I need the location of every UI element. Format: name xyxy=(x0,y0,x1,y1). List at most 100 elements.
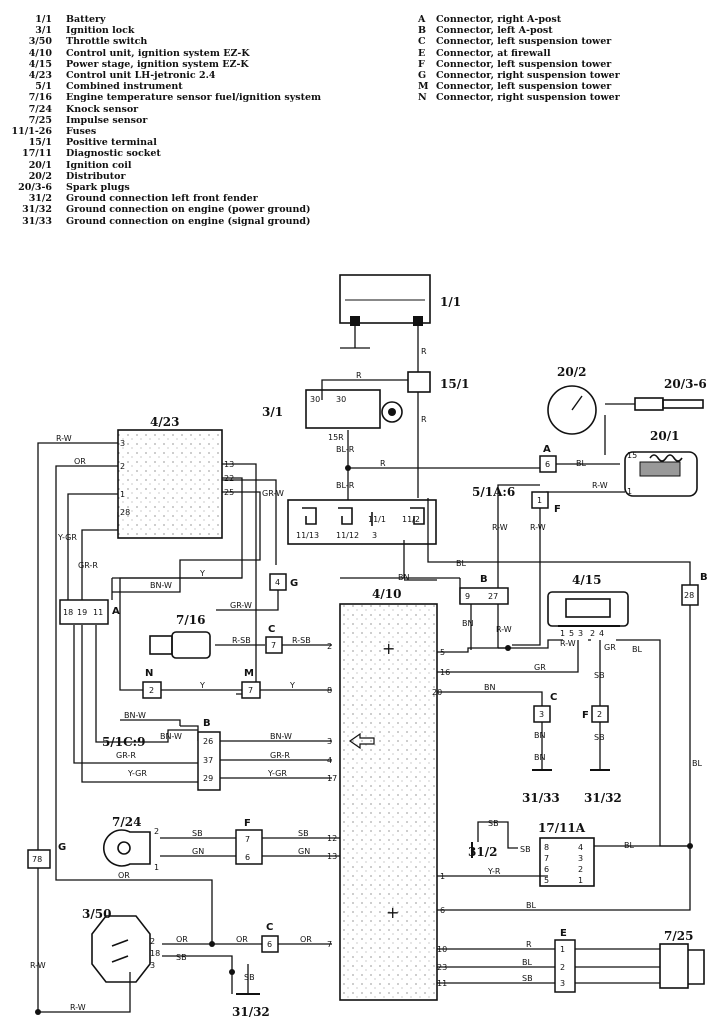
connector-code: G xyxy=(418,70,427,82)
legend-code: 3/50 xyxy=(28,36,52,48)
svg-text:28: 28 xyxy=(684,591,694,600)
svg-text:OR: OR xyxy=(300,935,312,944)
svg-text:R-W: R-W xyxy=(56,434,72,443)
svg-text:4: 4 xyxy=(327,756,332,765)
svg-text:11/1: 11/1 xyxy=(368,515,386,524)
svg-text:78: 78 xyxy=(32,855,42,864)
legend-code: 1/1 xyxy=(35,14,52,25)
svg-text:OR: OR xyxy=(176,935,188,944)
svg-text:3: 3 xyxy=(327,737,332,746)
legend-desc: Ignition coil xyxy=(66,159,132,171)
connector-desc: Connector, at firewall xyxy=(436,47,551,59)
svg-text:BL: BL xyxy=(692,759,702,768)
legend-desc: Ground connection on engine (signal grou… xyxy=(66,215,311,227)
battery: 1/1 xyxy=(339,274,461,326)
svg-text:F: F xyxy=(582,710,589,721)
svg-text:SB: SB xyxy=(488,819,499,828)
legend-desc: Power stage, ignition system EZ-K xyxy=(66,58,249,70)
svg-text:20: 20 xyxy=(432,688,442,697)
svg-text:2: 2 xyxy=(578,865,583,874)
grounds: 31/33 31/32 31/2 31/32 xyxy=(232,769,622,1019)
legend-row: 31/2 Ground connection left front fender xyxy=(0,193,390,204)
svg-text:18: 18 xyxy=(63,608,73,617)
svg-text:27: 27 xyxy=(488,592,498,601)
svg-text:23: 23 xyxy=(437,963,447,972)
svg-text:11/12: 11/12 xyxy=(336,531,359,540)
svg-text:5/1A:6: 5/1A:6 xyxy=(472,485,515,499)
svg-text:6: 6 xyxy=(544,865,549,874)
legend-desc: Ground connection left front fender xyxy=(66,193,258,205)
svg-text:6: 6 xyxy=(245,853,250,862)
svg-text:3: 3 xyxy=(372,531,377,540)
connector-desc: Connector, left suspension tower xyxy=(436,36,612,48)
svg-text:SB: SB xyxy=(192,829,203,838)
power-stage-label: 4/15 xyxy=(572,573,601,587)
svg-text:GR: GR xyxy=(604,643,616,652)
svg-text:5: 5 xyxy=(544,876,549,885)
connector-desc: Connector, left suspension tower xyxy=(436,81,612,93)
legend-desc: Combined instrument xyxy=(66,81,183,93)
svg-text:R: R xyxy=(526,940,532,949)
svg-text:R: R xyxy=(356,371,362,380)
impulse-sensor-label: 7/25 xyxy=(664,929,693,943)
legend-code: 17/11 xyxy=(22,148,52,160)
throttle-label: 3/50 xyxy=(82,907,111,921)
connector-code: A xyxy=(418,14,426,25)
connector-desc: Connector, right suspension tower xyxy=(436,70,620,82)
svg-text:R: R xyxy=(380,459,386,468)
svg-text:Y: Y xyxy=(289,681,295,690)
svg-text:25: 25 xyxy=(224,488,234,497)
legend-code: 31/32 xyxy=(22,204,52,216)
svg-text:30: 30 xyxy=(310,395,320,404)
svg-text:+: + xyxy=(382,639,395,658)
svg-text:1: 1 xyxy=(560,629,565,638)
legend-code: 4/15 xyxy=(28,58,52,70)
ezk-control-unit: 4/10 2 8 3 4 17 12 13 7 5 16 20 1 6 10 2… xyxy=(327,587,450,1001)
svg-text:29: 29 xyxy=(203,774,213,783)
ezk-unit-label: 4/10 xyxy=(372,587,401,601)
svg-text:SB: SB xyxy=(298,829,309,838)
svg-text:SB: SB xyxy=(176,953,187,962)
legend-desc: Distributor xyxy=(66,170,126,182)
svg-text:B: B xyxy=(203,718,211,729)
svg-text:1: 1 xyxy=(578,876,583,885)
svg-text:BN-W: BN-W xyxy=(270,732,292,741)
junction-dots xyxy=(35,465,693,1015)
svg-text:13: 13 xyxy=(327,852,337,861)
temp-sensor: 7/16 xyxy=(149,613,211,659)
diagnostic-socket: 17/11A 8 7 6 5 4 3 2 1 xyxy=(538,821,595,887)
svg-text:8: 8 xyxy=(327,686,332,695)
svg-text:11: 11 xyxy=(437,979,447,988)
connector-code: F xyxy=(418,58,425,70)
svg-text:3: 3 xyxy=(120,439,125,448)
svg-text:13: 13 xyxy=(224,460,234,469)
svg-text:BL: BL xyxy=(456,559,466,568)
svg-text:BL-R: BL-R xyxy=(336,481,355,490)
svg-text:5: 5 xyxy=(569,629,574,638)
svg-text:2: 2 xyxy=(597,710,602,719)
svg-text:M: M xyxy=(244,668,254,679)
svg-text:BN: BN xyxy=(462,619,473,628)
lh-control-unit: 4/23 3 2 1 28 13 22 25 xyxy=(117,415,234,539)
legend-desc: Ground connection on engine (power groun… xyxy=(66,204,311,216)
impulse-sensor: 7/25 xyxy=(659,929,705,989)
distributor: 20/2 xyxy=(547,365,597,435)
svg-text:R: R xyxy=(421,347,427,356)
legend-code: 31/2 xyxy=(28,193,52,205)
svg-text:A: A xyxy=(112,606,120,617)
svg-text:1: 1 xyxy=(537,496,542,505)
svg-text:2: 2 xyxy=(120,462,125,471)
svg-text:C: C xyxy=(266,922,273,933)
svg-text:11/2: 11/2 xyxy=(402,515,420,524)
